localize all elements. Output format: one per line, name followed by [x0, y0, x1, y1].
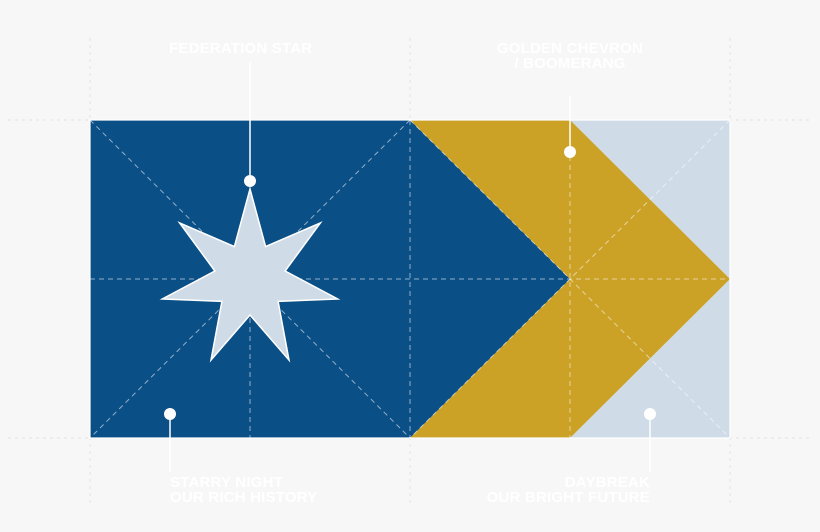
label-line: GOLDEN CHEVRON [496, 40, 644, 57]
label-line: OUR RICH HISTORY [170, 489, 318, 506]
label-line: FEDERATION STAR [169, 40, 313, 57]
label-line: STARRY NIGHT [170, 474, 283, 491]
label-line: OUR BRIGHT FUTURE [486, 489, 650, 506]
label-line: / BOOMERANG [514, 55, 626, 72]
callout-dot-icon [644, 408, 656, 420]
flag-border [89, 119, 731, 439]
label-daybreak: DAYBREAK OUR BRIGHT FUTURE [430, 475, 650, 505]
daybreak-field [570, 120, 730, 438]
label-line: DAYBREAK [564, 474, 650, 491]
callout-dot-icon [564, 146, 576, 158]
callout-dot-icon [164, 408, 176, 420]
starry-night-field [90, 120, 570, 438]
seven-pointed-star-icon [159, 186, 341, 363]
callout-dot-icon [244, 175, 256, 187]
label-federation-star: FEDERATION STAR [169, 41, 312, 56]
callout-dots [164, 146, 656, 420]
callout-leaders [169, 62, 651, 472]
label-golden-chevron: GOLDEN CHEVRON / BOOMERANG [470, 41, 670, 71]
label-starry-night: STARRY NIGHT OUR RICH HISTORY [170, 475, 317, 505]
